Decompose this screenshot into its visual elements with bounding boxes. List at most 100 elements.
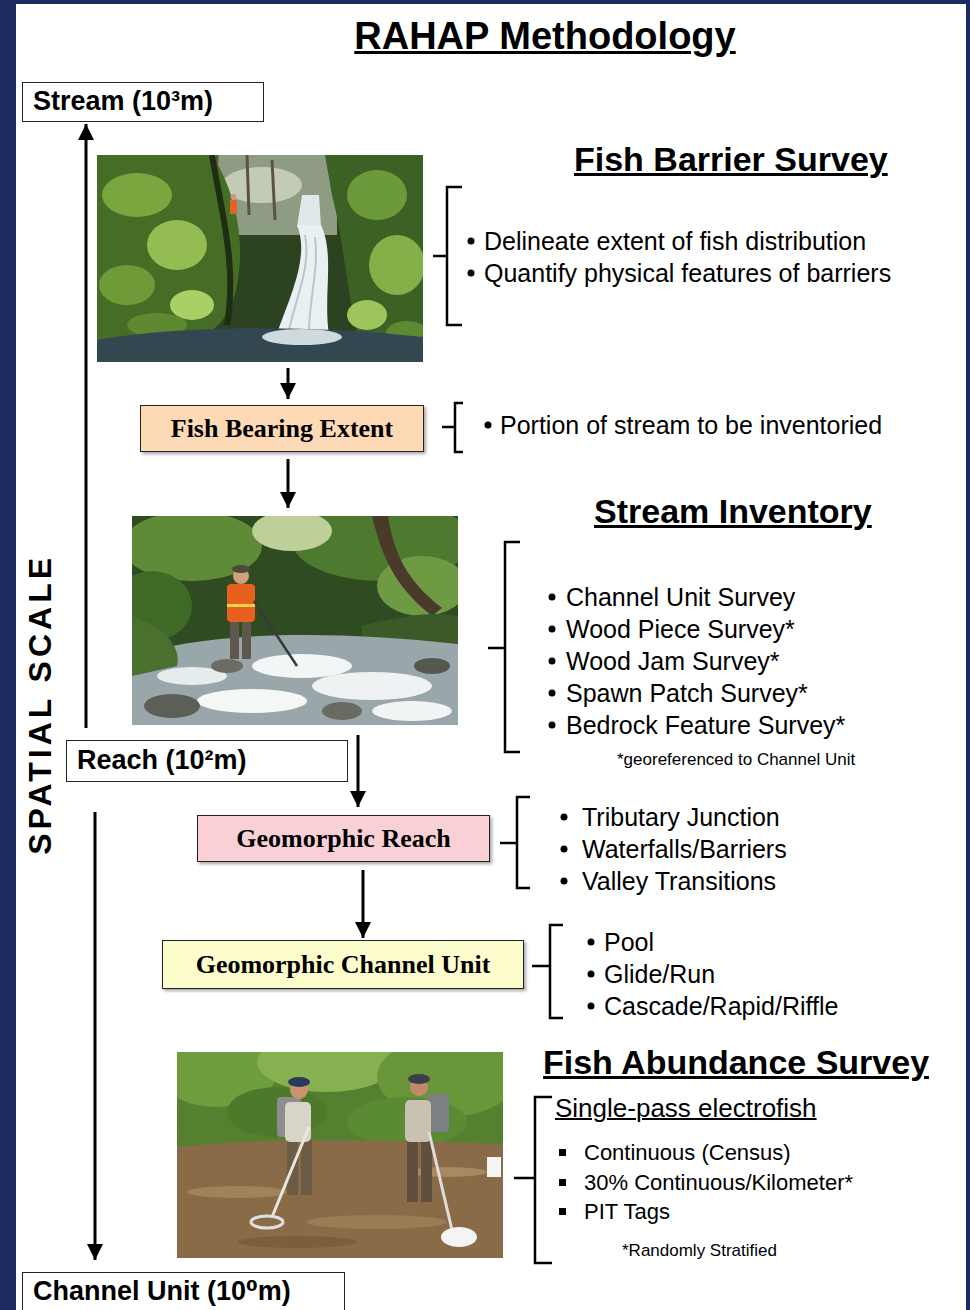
bullet-square: [559, 1179, 566, 1186]
waterfall-photo: [297, 195, 321, 227]
scale-box: Reach (10²m): [66, 740, 348, 782]
waterfall-photo: [97, 155, 240, 350]
bullet-square: [559, 1149, 566, 1156]
stream-photo: [242, 619, 251, 659]
waterfall-photo: [347, 300, 387, 330]
electrofishing-photo: [177, 1140, 503, 1258]
scale-arrow: [85, 124, 88, 728]
waterfall-photo: [230, 200, 237, 214]
electrofishing-photo: [272, 1127, 309, 1217]
bullet-text: Portion of stream to be inventoried: [500, 411, 882, 440]
section-heading: Fish Abundance Survey: [543, 1043, 929, 1082]
footnote: *Randomly Stratified: [622, 1241, 777, 1261]
bullet-dot: [549, 626, 556, 633]
electrofishing-photo: [227, 1087, 327, 1137]
waterfall-photo: [231, 194, 237, 200]
bullet-dot: [549, 722, 556, 729]
bullet-text: Channel Unit Survey: [566, 583, 795, 612]
stream-photo: [232, 565, 250, 573]
bullet-text: Tributary Junction: [582, 803, 780, 832]
electrofishing-photo: [487, 1157, 501, 1177]
bullet-text: Spawn Patch Survey*: [566, 679, 808, 708]
bullet-square: [559, 1208, 566, 1215]
diagram-title: RAHAP Methodology: [354, 15, 735, 59]
waterfall-photo: [212, 155, 230, 325]
stream-photo: [252, 516, 332, 551]
bullet-text: Waterfalls/Barriers: [582, 835, 787, 864]
flow-arrow: [357, 735, 360, 807]
waterfall-photo: [97, 155, 423, 362]
stream-photo: [312, 672, 432, 700]
scale-box: Stream (10³m): [22, 82, 264, 122]
bracket: [514, 1097, 552, 1263]
bullet-dot: [588, 1003, 595, 1010]
electrofishing-photo: [257, 1052, 397, 1092]
stream-photo: [132, 516, 458, 725]
bracket: [442, 403, 463, 452]
box-label: Geomorphic Channel Unit: [196, 950, 491, 980]
footnote: *georeferenced to Channel Unit: [617, 750, 855, 770]
bullet-dot: [485, 422, 492, 429]
process-box: Geomorphic Reach: [197, 815, 490, 862]
scale-box: Channel Unit (10⁰m): [22, 1272, 345, 1310]
stream-photo: [372, 516, 442, 616]
waterfall-photo: [97, 328, 423, 362]
electrofishing-photo: [441, 1227, 477, 1247]
bullet-text: Delineate extent of fish distribution: [484, 227, 866, 256]
bullet-text: Valley Transitions: [582, 867, 776, 896]
waterfall-photo: [369, 235, 423, 295]
stream-photo: [144, 694, 200, 718]
bullet-text: Glide/Run: [604, 960, 715, 989]
electrofishing-photo: [429, 1132, 452, 1230]
bracket: [433, 187, 563, 1263]
waterfall-photo: [222, 167, 302, 203]
section-heading: Stream Inventory: [594, 492, 872, 531]
bullet-text: Quantify physical features of barriers: [484, 259, 891, 288]
electrofishing-photo: [405, 1100, 431, 1142]
scale-arrow: [362, 870, 365, 938]
method-subheading: Single-pass electrofish: [555, 1094, 817, 1124]
bracket: [488, 542, 520, 752]
bullet-square: [559, 1149, 566, 1215]
stream-photo: [230, 619, 239, 659]
stream-photo: [372, 701, 452, 721]
electrofishing-photo: [301, 1140, 312, 1195]
electrofishing-photo: [237, 1236, 357, 1248]
stream-photo: [227, 604, 255, 607]
waterfall-photo: [262, 329, 342, 345]
bracket: [433, 187, 462, 325]
electrofishing-photo: [251, 1216, 283, 1228]
stream-photo: [414, 658, 450, 674]
electrofishing-photo: [187, 1186, 287, 1198]
process-box: Geomorphic Channel Unit: [162, 940, 524, 989]
bullet-text: 30% Continuous/Kilometer*: [584, 1170, 853, 1195]
box-label: Geomorphic Reach: [236, 824, 450, 854]
bullet-text: Wood Jam Survey*: [566, 647, 780, 676]
electrofishing-photo: [307, 1215, 447, 1229]
bullet-dot: [561, 846, 568, 853]
bullet-dot: [588, 971, 595, 978]
waterfall-photo: [289, 235, 316, 331]
box-label: Stream (10³m): [33, 86, 213, 117]
bullet-text: Cascade/Rapid/Riffle: [604, 992, 838, 1021]
stream-photo: [132, 635, 458, 725]
box-label: Fish Bearing Extent: [171, 414, 393, 444]
waterfall-photo: [347, 170, 407, 220]
bullet-text: Bedrock Feature Survey*: [566, 711, 845, 740]
electrofishing-photo: [177, 1052, 503, 1258]
waterfall-photo: [277, 225, 329, 335]
bullet-dot: [549, 690, 556, 697]
stream-photo: [132, 616, 178, 676]
waterfall-photo: [99, 265, 155, 305]
electrofishing-photo: [408, 1074, 430, 1084]
bullet-dot: [468, 270, 475, 277]
bullet-dot: [561, 878, 568, 885]
axis-label: SPATIAL SCALE: [22, 554, 59, 855]
bullet-text: Continuous (Census): [584, 1140, 791, 1165]
process-box: Fish Bearing Extent: [140, 405, 424, 452]
bullet-dot: [549, 658, 556, 665]
electrofishing-photo: [407, 1167, 487, 1177]
flow-arrow: [287, 368, 290, 399]
section-heading: Fish Barrier Survey: [574, 140, 888, 179]
